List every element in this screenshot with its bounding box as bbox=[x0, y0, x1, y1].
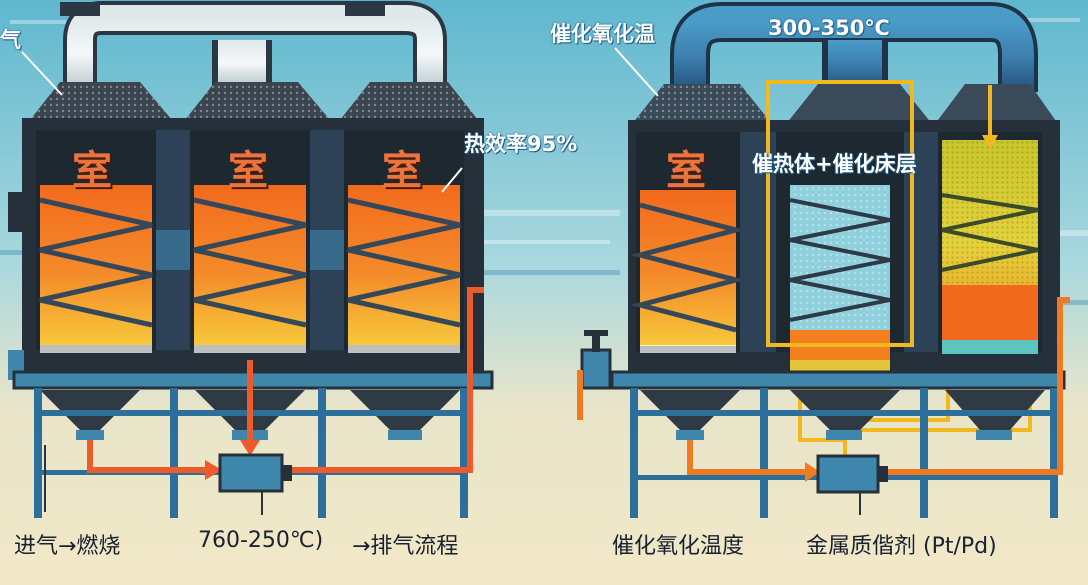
right-chamber-2-catalyst-bed bbox=[776, 132, 904, 390]
left-hoods bbox=[30, 82, 478, 120]
left-chamber-1 bbox=[36, 130, 156, 353]
temperature-range-callout: 300-350℃ bbox=[768, 16, 890, 40]
right-heat-exchanger bbox=[816, 454, 880, 494]
callout-leaders bbox=[21, 47, 659, 193]
left-chamber-3-label: 室 bbox=[382, 147, 422, 194]
left-chamber-2 bbox=[190, 130, 310, 353]
catalyst-bed-callout: 催热体+催化床层 bbox=[752, 152, 917, 176]
left-thermal-oxidizer bbox=[8, 1, 494, 518]
caption-temperature: 760-250℃) bbox=[198, 528, 324, 553]
left-right-arrow bbox=[205, 460, 222, 480]
efficiency-callout: 热效率95% bbox=[464, 132, 578, 156]
left-top-callout: 气 bbox=[0, 28, 21, 52]
right-chamber-1-label: 室 bbox=[666, 147, 706, 194]
caption-metal-catalyst: 金属质偕剂 (Pt/Pd) bbox=[806, 534, 997, 559]
right-base-plate bbox=[610, 370, 1066, 390]
left-chamber-1-label: 室 bbox=[72, 147, 112, 194]
right-catalytic-oxidizer bbox=[577, 2, 1070, 518]
left-heat-exchanger bbox=[218, 453, 284, 493]
caption-leaders bbox=[44, 445, 861, 515]
right-chamber-1 bbox=[630, 132, 746, 353]
catalytic-temp-callout: 催化氧化温 bbox=[550, 22, 655, 46]
right-inlet-valve bbox=[580, 348, 612, 390]
left-chamber-2-label: 室 bbox=[228, 147, 268, 194]
left-chamber-3 bbox=[344, 130, 464, 353]
right-flow-pipes bbox=[577, 297, 1070, 475]
left-down-arrow bbox=[240, 440, 260, 456]
caption-catalytic-temp: 催化氧化温度 bbox=[612, 534, 745, 559]
caption-inlet-combustion: 进气→燃烧 bbox=[14, 534, 121, 559]
left-flow-pipes bbox=[87, 287, 484, 473]
right-chamber-3-catalyst bbox=[938, 132, 1042, 354]
caption-exhaust-flow: →排气流程 bbox=[352, 534, 459, 559]
